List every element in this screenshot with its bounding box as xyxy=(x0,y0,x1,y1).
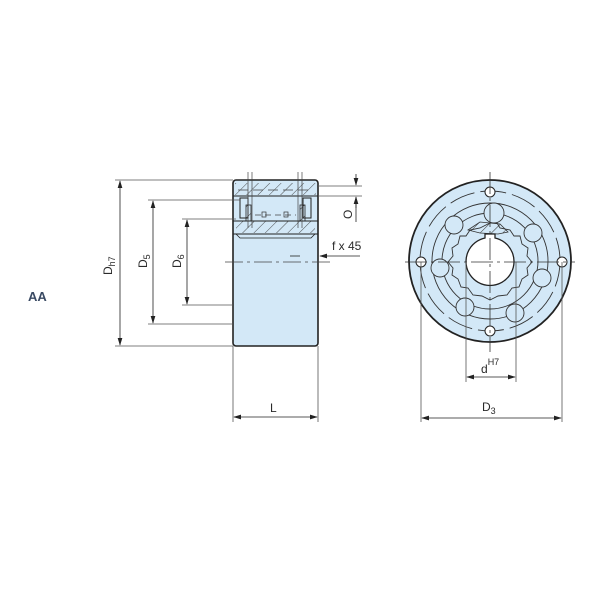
label-d6: D6 xyxy=(170,254,186,268)
side-view-labels: Dh7 D5 D6 L f x 45 O xyxy=(101,210,362,415)
label-offset: O xyxy=(341,210,355,219)
side-view-dimensions xyxy=(115,174,362,422)
side-view xyxy=(225,172,330,347)
label-dh7: Dh7 xyxy=(101,256,117,275)
label-chamfer: f x 45 xyxy=(332,239,362,253)
front-view-dimensions xyxy=(420,262,563,422)
label-length: L xyxy=(270,401,277,415)
label-d3: D3 xyxy=(482,400,496,416)
variant-label: AA xyxy=(28,289,47,304)
label-bore: dH7 xyxy=(481,357,499,376)
front-view xyxy=(405,172,575,352)
front-view-labels: dH7 D3 xyxy=(481,357,499,416)
label-d5: D5 xyxy=(136,254,152,268)
